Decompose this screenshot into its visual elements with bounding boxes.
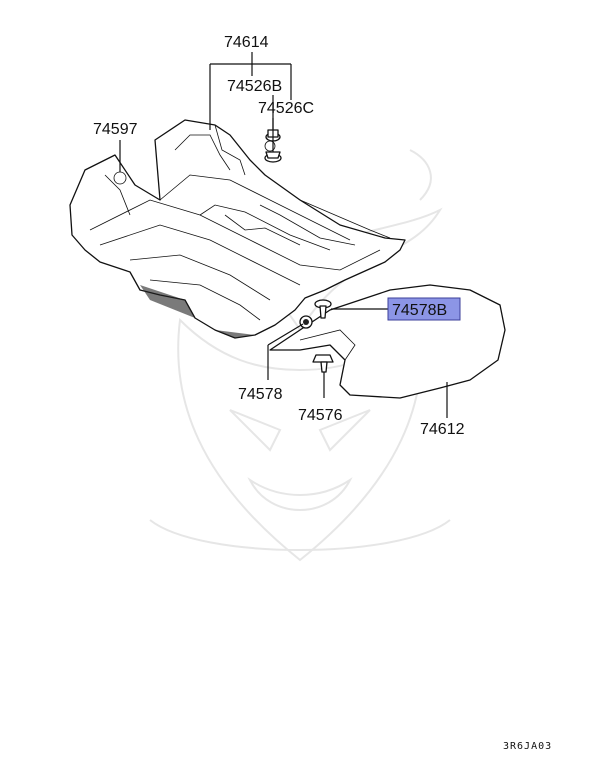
label-74578: 74578: [238, 386, 283, 403]
label-74612: 74612: [420, 421, 465, 438]
fastener-74578b: [314, 299, 332, 319]
leader-lines: [119, 52, 448, 418]
label-74578b: 74578B: [392, 302, 447, 319]
label-74597: 74597: [93, 121, 138, 138]
label-74576: 74576: [298, 407, 343, 424]
diagram-code: 3R6JA03: [503, 741, 552, 752]
label-74526c: 74526C: [258, 100, 314, 117]
label-74526b: 74526B: [227, 78, 282, 95]
label-74614: 74614: [224, 34, 269, 51]
clip-74526c: [264, 151, 282, 163]
fastener-74578: [299, 315, 313, 329]
highlighted-part-74578b[interactable]: 74578B: [387, 297, 461, 321]
floor-carpet-main: [69, 119, 406, 339]
fastener-74576: [312, 354, 334, 373]
